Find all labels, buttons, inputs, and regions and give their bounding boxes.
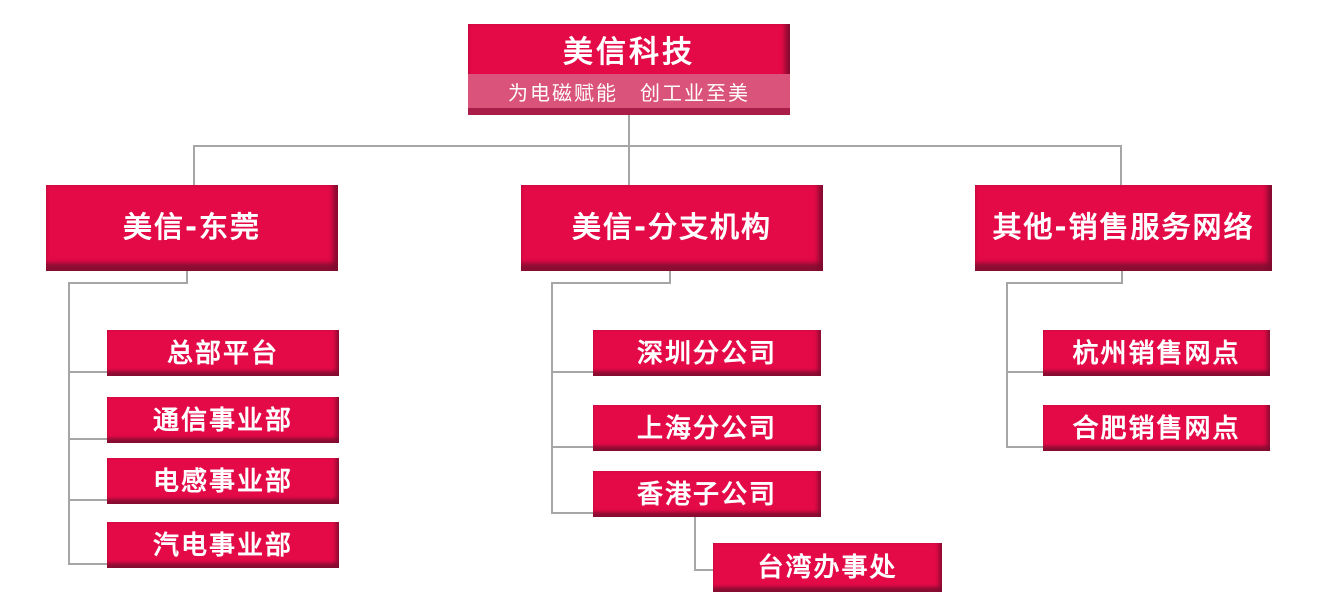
node-taiwan-office: 台湾办事处 [713, 543, 942, 592]
connector-drop-middle [628, 147, 630, 185]
connector-mid-elbow [551, 282, 671, 284]
connector-right-trunk [1006, 284, 1008, 448]
connector-right-elbow [1006, 282, 1123, 284]
node-meixin-branches: 美信-分支机构 [521, 185, 823, 271]
connector-taiwan-stub [696, 569, 715, 571]
connector-left-elbow [68, 282, 188, 284]
connector-mid-stub-down [669, 265, 671, 282]
node-meixin-dongguan: 美信-东莞 [46, 185, 338, 271]
company-tagline: 为电磁赋能 创工业至美 [468, 74, 790, 115]
connector-root-drop [628, 115, 630, 145]
node-inductor-bu: 电感事业部 [107, 458, 339, 504]
node-hefei-sales: 合肥销售网点 [1043, 405, 1270, 451]
node-auto-electronics-bu: 汽电事业部 [107, 522, 339, 568]
company-name: 美信科技 [563, 35, 695, 70]
node-shenzhen-branch: 深圳分公司 [593, 330, 821, 376]
node-communication-bu: 通信事业部 [107, 397, 339, 443]
node-hq-platform: 总部平台 [107, 330, 339, 376]
root-node: 美信科技 为电磁赋能 创工业至美 [468, 24, 790, 115]
connector-drop-right [1120, 147, 1122, 185]
connector-left-trunk [68, 284, 70, 565]
node-shanghai-branch: 上海分公司 [593, 405, 821, 451]
connector-hongkong-drop [694, 513, 696, 571]
node-other-sales-network: 其他-销售服务网络 [975, 185, 1272, 271]
connector-mid-trunk [551, 284, 553, 514]
connector-drop-left [193, 147, 195, 185]
connector-rail [193, 145, 1122, 147]
connector-right-stub-down [1121, 265, 1123, 282]
node-hongkong-subsidiary: 香港子公司 [593, 471, 821, 517]
connector-left-stub-down [186, 265, 188, 282]
node-hangzhou-sales: 杭州销售网点 [1043, 330, 1270, 376]
